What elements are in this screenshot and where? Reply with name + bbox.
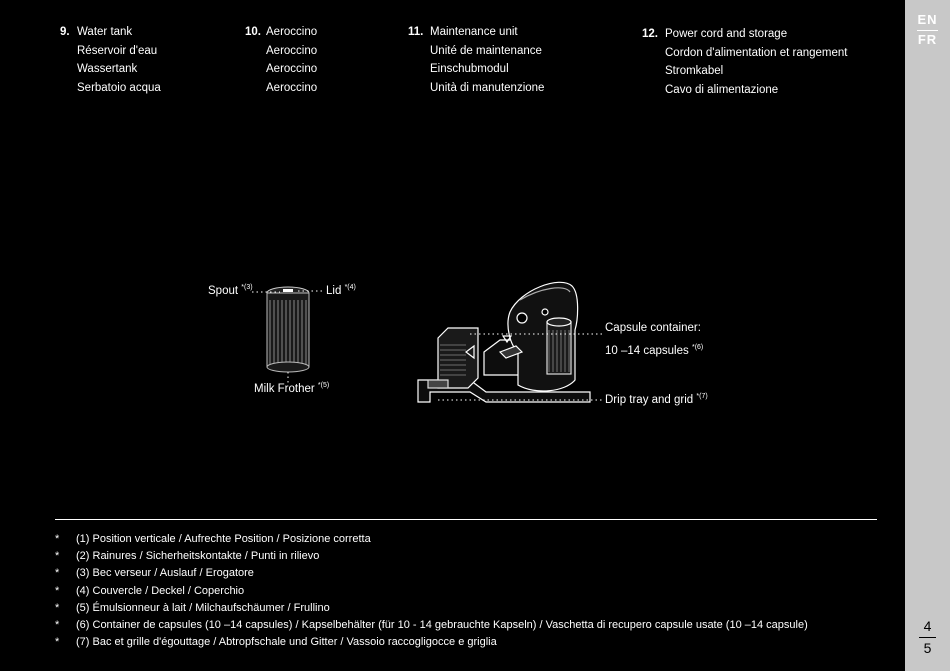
footnote: * (4) Couvercle / Deckel / Coperchio (55, 583, 808, 600)
item-line-de: Stromkabel (665, 65, 724, 77)
footnote-text: (5) Émulsionneur à lait / Milchaufschäum… (76, 601, 330, 614)
footnote-star: * (55, 584, 60, 597)
footnote-star: * (55, 550, 60, 563)
footnote-star: * (55, 533, 60, 545)
footnote-text: (6) Container de capsules (10 –14 capsul… (76, 618, 808, 631)
footnote: * (5) Émulsionneur à lait / Milchaufschäu… (55, 600, 808, 617)
aeroccino-illustration (266, 286, 310, 373)
callout-capsule-container-ref: *(6) (691, 344, 704, 351)
callout-spout: Spout *(3) (208, 284, 253, 297)
item-line-it: Unità di manutenzione (430, 81, 545, 94)
item-line-it: Aeroccino (266, 81, 318, 94)
item-line-de: Einschubmodul (430, 63, 509, 75)
footnote-text: (4) Couvercle / Deckel / Coperchio (76, 584, 245, 597)
item-number: 9. (60, 26, 70, 38)
item-line-fr: Réservoir d'eau (77, 44, 158, 57)
callout-capsule-container: Capsule container: 10 –14 capsules *(6) (605, 319, 703, 361)
page-number-right: 5 (923, 640, 932, 656)
callout-drip-tray-ref: *(7) (696, 393, 708, 400)
footnote-divider (55, 519, 877, 520)
page-number-left: 4 (923, 618, 932, 634)
callout-drip-tray-label: Drip tray and grid (605, 394, 694, 406)
language-sidebar: EN FR 4 5 (905, 0, 950, 671)
item-line-fr: Unité de maintenance (430, 44, 542, 57)
callout-milk-frother-label: Milk Frother (254, 383, 315, 395)
item-11: 11. Maintenance unit Unité de maintenanc… (408, 23, 628, 99)
language-divider (917, 30, 938, 31)
footnote: * (1) Position verticale / Aufrechte Posi… (55, 531, 808, 548)
item-line-de: Wassertank (77, 63, 138, 75)
item-line-en: Power cord and storage (665, 28, 788, 40)
footnote-text: (1) Position verticale / Aufrechte Posit… (76, 533, 371, 545)
callout-spout-ref: *(3) (241, 284, 253, 291)
callout-milk-frother-ref: *(5) (317, 382, 330, 389)
footnote-star: * (55, 636, 60, 649)
footnote-star: * (55, 601, 60, 614)
item-number: 10. (245, 26, 261, 38)
illustration (252, 281, 603, 403)
item-line-fr: Cordon d'alimentation et rangement (665, 46, 848, 59)
callout-lid-ref: *(4) (344, 284, 356, 291)
item-line-it: Cavo di alimentazione (665, 83, 779, 96)
footnote: * (6) Container de capsules (10 –14 capsu… (55, 617, 808, 634)
callout-lid: Lid *(4) (326, 284, 356, 297)
item-line-en: Water tank (77, 26, 133, 38)
language-fr: FR (917, 32, 938, 47)
item-line-de: Aeroccino (266, 63, 318, 75)
footnote: * (7) Bac et grille d'égouttage / Abtropf… (55, 634, 808, 651)
callout-capsule-container-line2: 10 –14 capsules (605, 345, 689, 357)
footnote-star: * (55, 567, 60, 580)
callout-lid-label: Lid (326, 285, 342, 297)
item-9: 9. Water tank Réservoir d'eau Wassertank… (60, 23, 230, 99)
item-number: 12. (642, 28, 658, 40)
footnote: * (3) Bec verseur / Auslauf / Erogatore (55, 565, 808, 582)
item-line-fr: Aeroccino (266, 44, 318, 57)
language-en: EN (917, 12, 938, 27)
item-line-en: Aeroccino (266, 26, 318, 38)
footnotes: * (1) Position verticale / Aufrechte Posi… (55, 531, 808, 651)
page-number-divider (919, 637, 936, 638)
footnote-text: (3) Bec verseur / Auslauf / Erogatore (76, 567, 254, 580)
item-12: 12. Power cord and storage Cordon d'alim… (642, 25, 892, 101)
footnote: * (2) Rainures / Sicherheitskontakte / Pu… (55, 548, 808, 565)
footnote-star: * (55, 618, 60, 631)
item-number: 11. (408, 26, 424, 38)
callout-capsule-container-line1: Capsule container: (605, 322, 701, 334)
item-line-it: Serbatoio acqua (77, 81, 161, 94)
callout-spout-label: Spout (208, 285, 239, 297)
item-line-en: Maintenance unit (430, 26, 518, 38)
callout-drip-tray: Drip tray and grid *(7) (605, 393, 708, 406)
footnote-text: (7) Bac et grille d'égouttage / Abtropfs… (76, 636, 497, 649)
callout-milk-frother: Milk Frother *(5) (254, 382, 329, 395)
footnote-text: (2) Rainures / Sicherheitskontakte / Pun… (76, 550, 320, 563)
item-10: 10. Aeroccino Aeroccino Aeroccino Aerocc… (245, 23, 395, 99)
machine-illustration (417, 281, 591, 403)
